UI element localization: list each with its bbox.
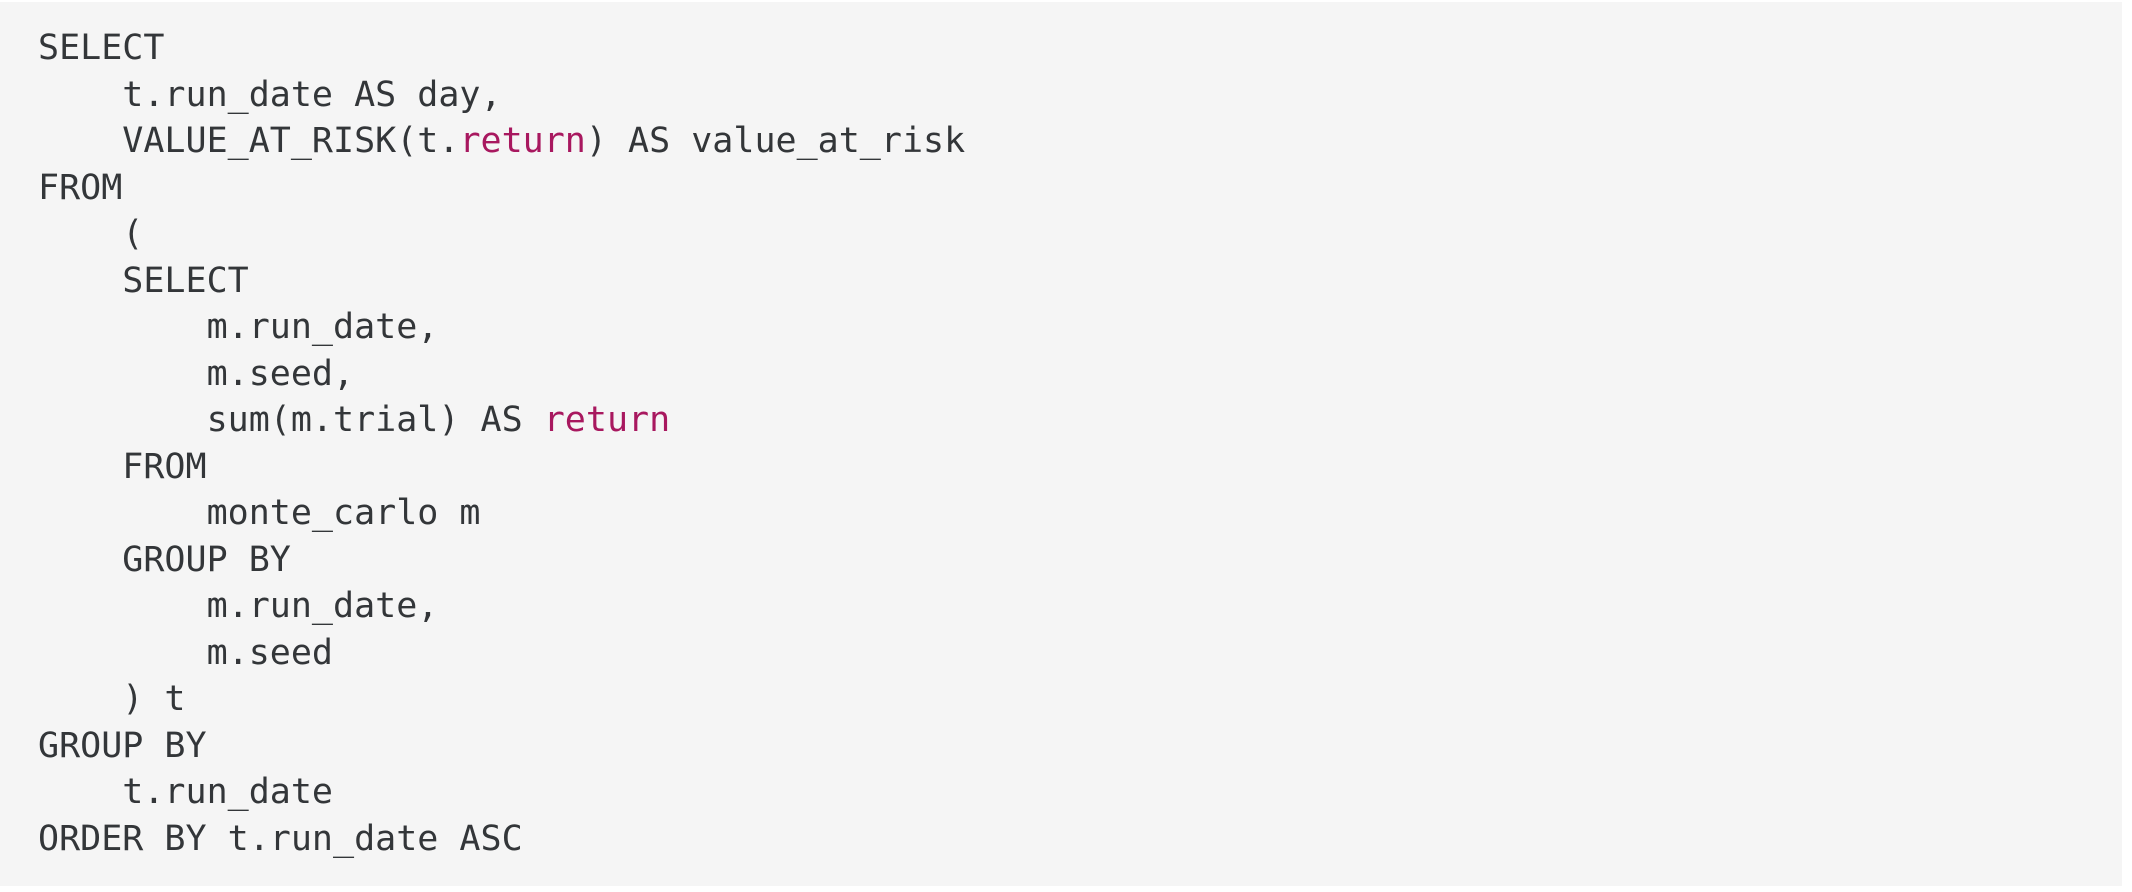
code-line: m.run_date,	[38, 304, 2122, 351]
sql-keyword-token: return	[459, 121, 586, 161]
code-text: ) AS value_at_risk	[585, 121, 966, 161]
code-text: FROM	[38, 446, 207, 487]
code-text: m.run_date,	[38, 586, 439, 626]
code-text: ORDER BY t.run_date ASC	[38, 818, 523, 859]
code-text: m.seed	[38, 632, 334, 673]
code-text: SELECT	[38, 260, 249, 301]
code-line: SELECT	[38, 258, 2122, 305]
code-line: t.run_date AS day,	[38, 72, 2122, 119]
code-line: (	[38, 211, 2122, 258]
code-text: monte_carlo m	[38, 493, 481, 533]
code-line: ) t	[38, 676, 2122, 723]
code-line: t.run_date	[38, 769, 2122, 816]
code-line: monte_carlo m	[38, 490, 2122, 537]
code-line: FROM	[38, 444, 2122, 491]
code-line: m.run_date,	[38, 583, 2122, 630]
sql-keyword-token: return	[543, 400, 671, 440]
code-text: m.seed,	[38, 353, 355, 394]
code-line: GROUP BY	[38, 723, 2122, 770]
code-line: FROM	[38, 165, 2122, 212]
code-line: VALUE_AT_RISK(t.return) AS value_at_risk	[38, 118, 2122, 165]
code-line: m.seed,	[38, 351, 2122, 398]
code-text: sum(m.trial) AS	[38, 400, 544, 440]
code-text: t.run_date	[38, 772, 334, 812]
code-line: SELECT	[38, 25, 2122, 72]
code-text: SELECT	[38, 28, 165, 68]
code-text: ) t	[38, 679, 186, 719]
code-text: m.run_date,	[38, 307, 439, 347]
code-line: ORDER BY t.run_date ASC	[38, 816, 2122, 863]
code-line: sum(m.trial) AS return	[38, 397, 2122, 444]
code-line: m.seed	[38, 630, 2122, 677]
code-text: GROUP BY	[38, 725, 207, 766]
code-text: t.run_date AS day,	[38, 74, 502, 115]
code-text: FROM	[38, 167, 123, 208]
code-line: GROUP BY	[38, 537, 2122, 584]
code-text: VALUE_AT_RISK(t.	[38, 121, 460, 161]
code-text: (	[38, 214, 144, 254]
code-text: GROUP BY	[38, 539, 291, 580]
